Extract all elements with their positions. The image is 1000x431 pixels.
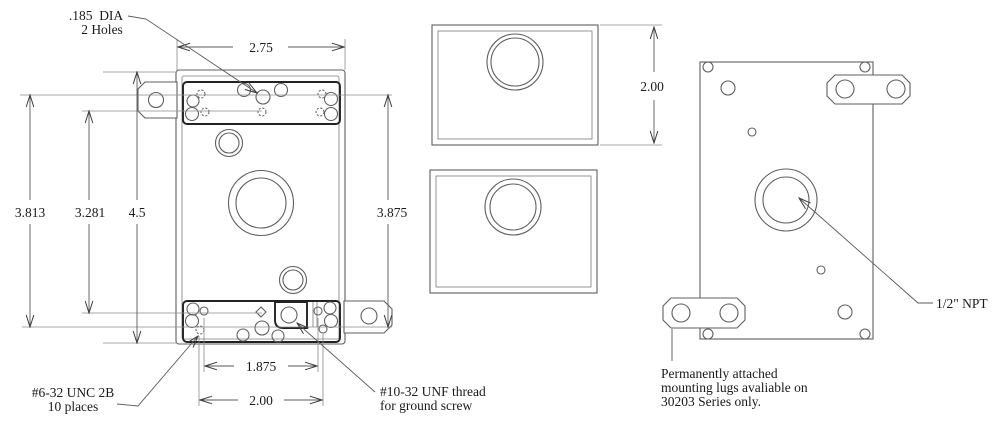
ground-screw-pad <box>274 301 308 329</box>
npt-hole-outer <box>754 168 818 232</box>
top-view-knockout-outer <box>486 33 544 91</box>
back-top-lug <box>826 74 911 105</box>
back-screw-hole <box>720 80 736 96</box>
threaded-hole <box>317 89 327 99</box>
back-bottom-lug-hole <box>671 303 691 323</box>
knockout-inner <box>282 269 304 291</box>
note-lugs-line1: Permanently attached <box>661 366 778 381</box>
dim-front-height: 4.5 <box>129 205 146 220</box>
note-6-32-line1: #6-32 UNC 2B <box>32 385 115 400</box>
back-corner-hole <box>859 61 871 73</box>
knockout-outer <box>214 128 244 158</box>
back-view-outline <box>699 61 874 340</box>
front-right-lug <box>343 300 393 334</box>
plate-hole <box>254 320 270 336</box>
front-view <box>137 69 393 345</box>
plate-hole-small <box>313 306 323 316</box>
center-knockout-inner <box>235 177 287 229</box>
leader-185-dia <box>127 15 257 93</box>
front-bottom-plate <box>182 300 341 343</box>
back-bottom-lug <box>662 297 746 329</box>
plate-hole <box>184 106 200 122</box>
front-left-lug <box>137 81 178 119</box>
leader-npt <box>799 198 933 304</box>
plate-hole <box>323 313 339 329</box>
back-corner-hole <box>702 328 714 340</box>
plate-hole-small <box>318 324 328 334</box>
note-185-dia-line1: .185 DIA <box>69 8 124 23</box>
extension-lines <box>20 24 662 406</box>
plate-hole <box>323 106 339 122</box>
center-knockout-outer <box>227 169 295 237</box>
threaded-hole <box>200 107 210 117</box>
dim-hole-span-inner: 3.281 <box>75 205 105 220</box>
front-right-lug-hole <box>360 307 378 325</box>
plate-hole <box>273 82 289 98</box>
back-corner-hole <box>859 328 871 340</box>
dimension-lines <box>30 27 654 400</box>
front-left-lug-hole <box>147 91 165 109</box>
back-screw-hole <box>837 304 853 320</box>
plate-hole <box>184 313 200 329</box>
back-small-hole <box>747 127 757 137</box>
plate-hole <box>323 301 337 315</box>
back-bottom-lug-hole <box>719 303 739 323</box>
knockout-inner <box>218 132 240 154</box>
top-view-outline <box>431 24 599 146</box>
top-view-knockout-inner <box>490 37 540 87</box>
dim-front-width: 2.75 <box>249 40 273 55</box>
leader-6-32 <box>116 336 198 407</box>
diamond-hole <box>255 306 267 318</box>
threaded-hole <box>196 89 206 99</box>
plate-hole <box>186 94 200 108</box>
back-top-lug-hole <box>835 79 855 99</box>
threaded-hole <box>315 107 325 117</box>
front-top-plate <box>182 81 341 125</box>
plate-hole <box>236 82 252 98</box>
bottom-view-outline <box>429 169 598 294</box>
note-10-32-line2: for ground screw <box>380 398 472 413</box>
ground-screw-hole <box>280 306 298 324</box>
back-corner-hole <box>702 61 714 73</box>
leader-lines <box>116 15 933 407</box>
back-top-lug-hole <box>886 79 906 99</box>
dim-bottom-span-outer: 2.00 <box>249 393 273 408</box>
bottom-view <box>429 169 598 294</box>
plate-hole <box>271 329 285 343</box>
bottom-view-inner <box>435 175 592 288</box>
front-inner-face <box>181 75 340 340</box>
note-lugs-line3: 30203 Series only. <box>661 394 761 409</box>
note-lugs-line2: mounting lugs avaliable on <box>661 380 808 395</box>
threaded-hole <box>257 107 267 117</box>
knockout-outer <box>278 265 308 295</box>
top-view <box>431 24 599 146</box>
bottom-view-knockout-inner <box>489 183 537 231</box>
back-view <box>662 61 911 340</box>
note-185-dia-line2: 2 Holes <box>81 22 123 37</box>
185-dia-hole <box>255 89 271 105</box>
dim-depth: 2.00 <box>640 79 664 94</box>
leader-10-32 <box>297 323 376 393</box>
plate-hole <box>236 328 250 342</box>
dim-bottom-span-inner: 1.875 <box>246 359 277 374</box>
npt-hole-inner <box>762 176 810 224</box>
front-outer-flange <box>175 69 346 345</box>
dim-right-hole-span: 3.875 <box>377 205 408 220</box>
note-npt: 1/2" NPT <box>936 296 988 311</box>
dim-hole-span-outer: 3.813 <box>15 205 46 220</box>
plate-hole <box>323 91 339 107</box>
drawing-text: .185 DIA 2 Holes 2.75 3.813 3.281 4.5 3.… <box>15 8 989 414</box>
plate-hole-small <box>199 306 209 316</box>
bottom-view-knockout-outer <box>484 178 542 236</box>
back-small-hole <box>816 265 826 275</box>
note-10-32-line1: #10-32 UNF thread <box>380 384 486 399</box>
top-view-inner <box>437 30 593 140</box>
note-6-32-line2: 10 places <box>48 399 99 414</box>
